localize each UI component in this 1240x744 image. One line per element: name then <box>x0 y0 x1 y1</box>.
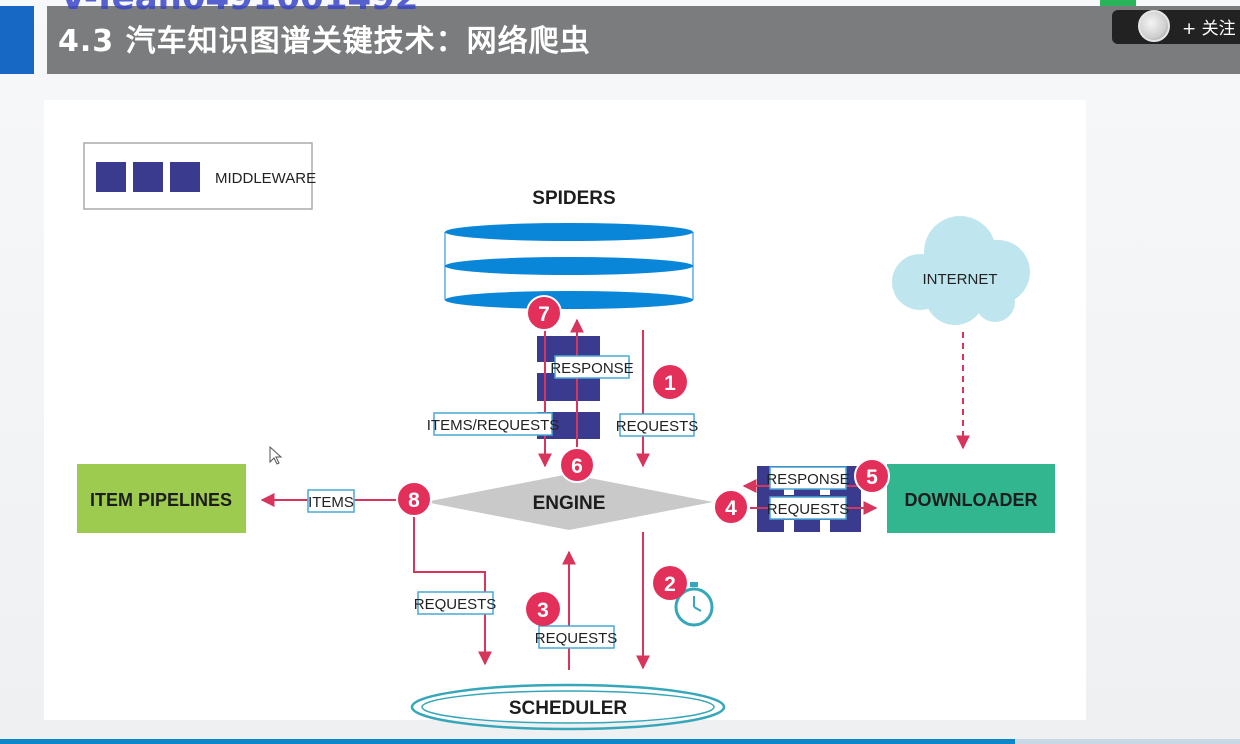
spider-disc-3 <box>445 291 693 309</box>
avatar[interactable] <box>1138 10 1170 42</box>
top-tiny-text: ...... <box>1150 0 1167 3</box>
label-requests-1: REQUESTS <box>616 413 699 437</box>
requests-to-scheduler-arrow <box>413 517 492 666</box>
slide-title: 4.3 汽车知识图谱关键技术：网络爬虫 <box>58 24 591 59</box>
follow-button[interactable]: + 关注 <box>1182 19 1236 39</box>
svg-text:6: 6 <box>571 455 583 478</box>
spiders-title: SPIDERS <box>532 188 615 209</box>
spiders-stack <box>444 223 694 309</box>
svg-text:REQUESTS: REQUESTS <box>767 501 850 518</box>
item-pipelines-node: ITEM PIPELINES <box>77 464 246 533</box>
legend-middleware-swatch-3 <box>170 162 200 192</box>
label-items: ITEMS <box>307 489 355 513</box>
label-response-spider: RESPONSE <box>550 355 634 379</box>
svg-text:8: 8 <box>408 489 420 512</box>
scheduler-node: SCHEDULER <box>410 683 726 731</box>
svg-text:SCHEDULER: SCHEDULER <box>509 698 628 719</box>
svg-text:ITEMS: ITEMS <box>308 494 354 511</box>
svg-text:3: 3 <box>537 599 549 622</box>
internet-cloud: INTERNET <box>892 216 1030 325</box>
slide-accent-block <box>0 6 34 74</box>
svg-text:ITEM PIPELINES: ITEM PIPELINES <box>90 490 232 510</box>
follow-pill <box>1112 10 1240 44</box>
svg-text:REQUESTS: REQUESTS <box>414 596 497 613</box>
engine-node: ENGINE <box>425 474 713 530</box>
step-6: 6 <box>559 447 595 483</box>
downloader-node: DOWNLOADER <box>887 464 1055 533</box>
svg-text:5: 5 <box>866 466 878 489</box>
svg-text:1: 1 <box>664 372 676 395</box>
label-response-downloader: RESPONSE <box>766 466 850 490</box>
svg-text:DOWNLOADER: DOWNLOADER <box>905 490 1038 510</box>
video-progress-remaining <box>1015 739 1240 744</box>
label-items-requests: ITEMS/REQUESTS <box>427 412 560 436</box>
legend-middleware-swatch-1 <box>96 162 126 192</box>
legend-middleware-swatch-2 <box>133 162 163 192</box>
svg-text:REQUESTS: REQUESTS <box>616 418 699 435</box>
svg-text:ITEMS/REQUESTS: ITEMS/REQUESTS <box>427 417 560 434</box>
svg-text:RESPONSE: RESPONSE <box>550 360 633 377</box>
label-requests-8: REQUESTS <box>414 591 497 615</box>
spider-disc-2 <box>445 257 693 275</box>
step-5: 5 <box>854 458 890 494</box>
spider-disc-1 <box>445 223 693 241</box>
step-7: 7 <box>526 295 562 331</box>
watermark-text: V-Tean0491001492 <box>60 0 418 18</box>
video-progress-bar[interactable] <box>0 739 1240 744</box>
title-bar <box>47 6 1240 74</box>
top-green-tab <box>1100 0 1136 6</box>
svg-text:7: 7 <box>538 303 550 326</box>
label-requests-downloader: REQUESTS <box>767 496 850 520</box>
step-2: 2 <box>653 566 687 600</box>
step-3: 3 <box>526 592 560 626</box>
svg-text:ENGINE: ENGINE <box>533 493 606 514</box>
svg-text:RESPONSE: RESPONSE <box>766 471 849 488</box>
step-4: 4 <box>713 489 749 525</box>
svg-text:4: 4 <box>725 497 737 520</box>
label-requests-3: REQUESTS <box>535 625 618 649</box>
internet-label: INTERNET <box>923 271 998 288</box>
svg-text:REQUESTS: REQUESTS <box>535 630 618 647</box>
legend: MIDDLEWARE <box>83 142 316 210</box>
clock-icon <box>674 582 714 627</box>
step-1: 1 <box>653 365 687 399</box>
svg-text:2: 2 <box>664 573 676 596</box>
follow-widget[interactable]: + 关注 <box>1112 6 1240 44</box>
legend-label: MIDDLEWARE <box>215 170 316 187</box>
step-8: 8 <box>396 481 432 517</box>
mouse-cursor-icon <box>269 445 283 465</box>
